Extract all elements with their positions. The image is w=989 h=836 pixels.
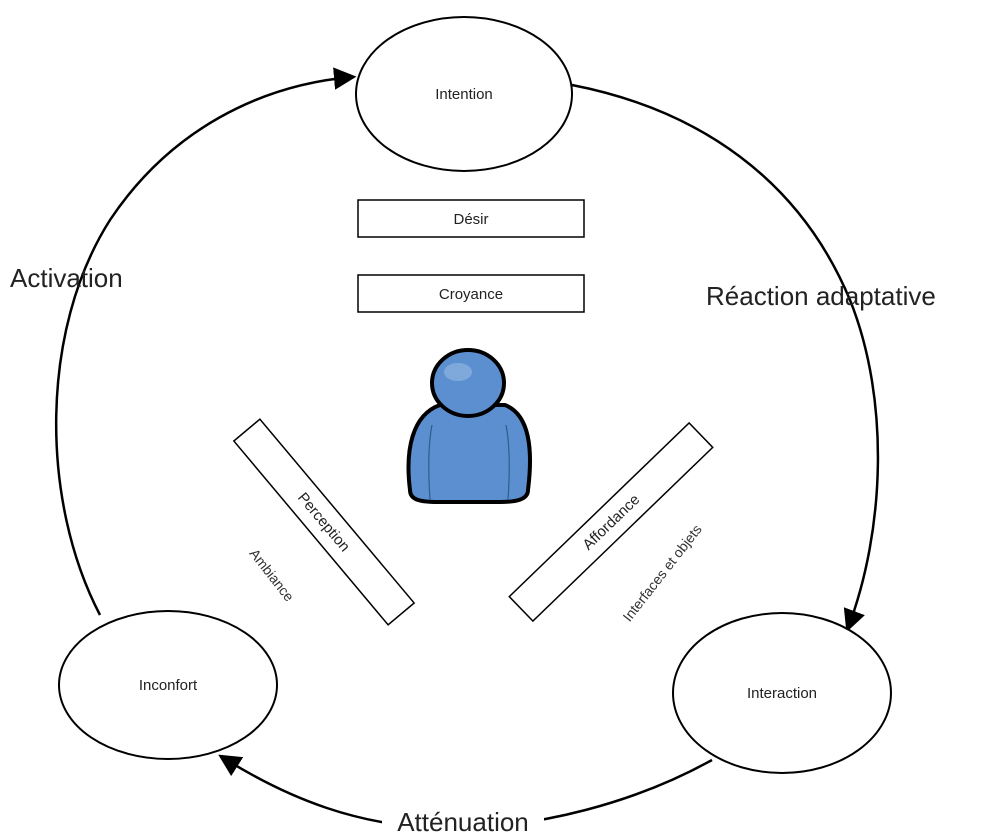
activation-arc bbox=[54, 67, 357, 616]
interaction-node: Interaction bbox=[672, 612, 892, 774]
inconfort-node: Inconfort bbox=[58, 610, 278, 760]
croyance-box: Croyance bbox=[357, 274, 585, 313]
interaction-label: Interaction bbox=[747, 685, 817, 702]
desir-box: Désir bbox=[357, 199, 585, 238]
activation-label: Activation bbox=[10, 263, 123, 293]
reaction-label: Réaction adaptative bbox=[706, 281, 936, 311]
attenuation-label: Atténuation bbox=[397, 807, 529, 836]
interfaces-label: Interfaces et objets bbox=[619, 521, 704, 624]
attenuation-label-group: Atténuation bbox=[382, 806, 544, 836]
affordance-box: Affordance bbox=[508, 421, 714, 623]
perception-box: Perception bbox=[232, 418, 416, 626]
reaction-arc bbox=[571, 83, 880, 633]
user-icon bbox=[406, 348, 533, 504]
inconfort-label: Inconfort bbox=[139, 677, 198, 694]
intention-node: Intention bbox=[355, 16, 573, 172]
intention-label: Intention bbox=[435, 86, 493, 103]
ambiance-label: Ambiance bbox=[246, 545, 297, 604]
desir-label: Désir bbox=[453, 211, 488, 228]
croyance-label: Croyance bbox=[439, 286, 503, 303]
